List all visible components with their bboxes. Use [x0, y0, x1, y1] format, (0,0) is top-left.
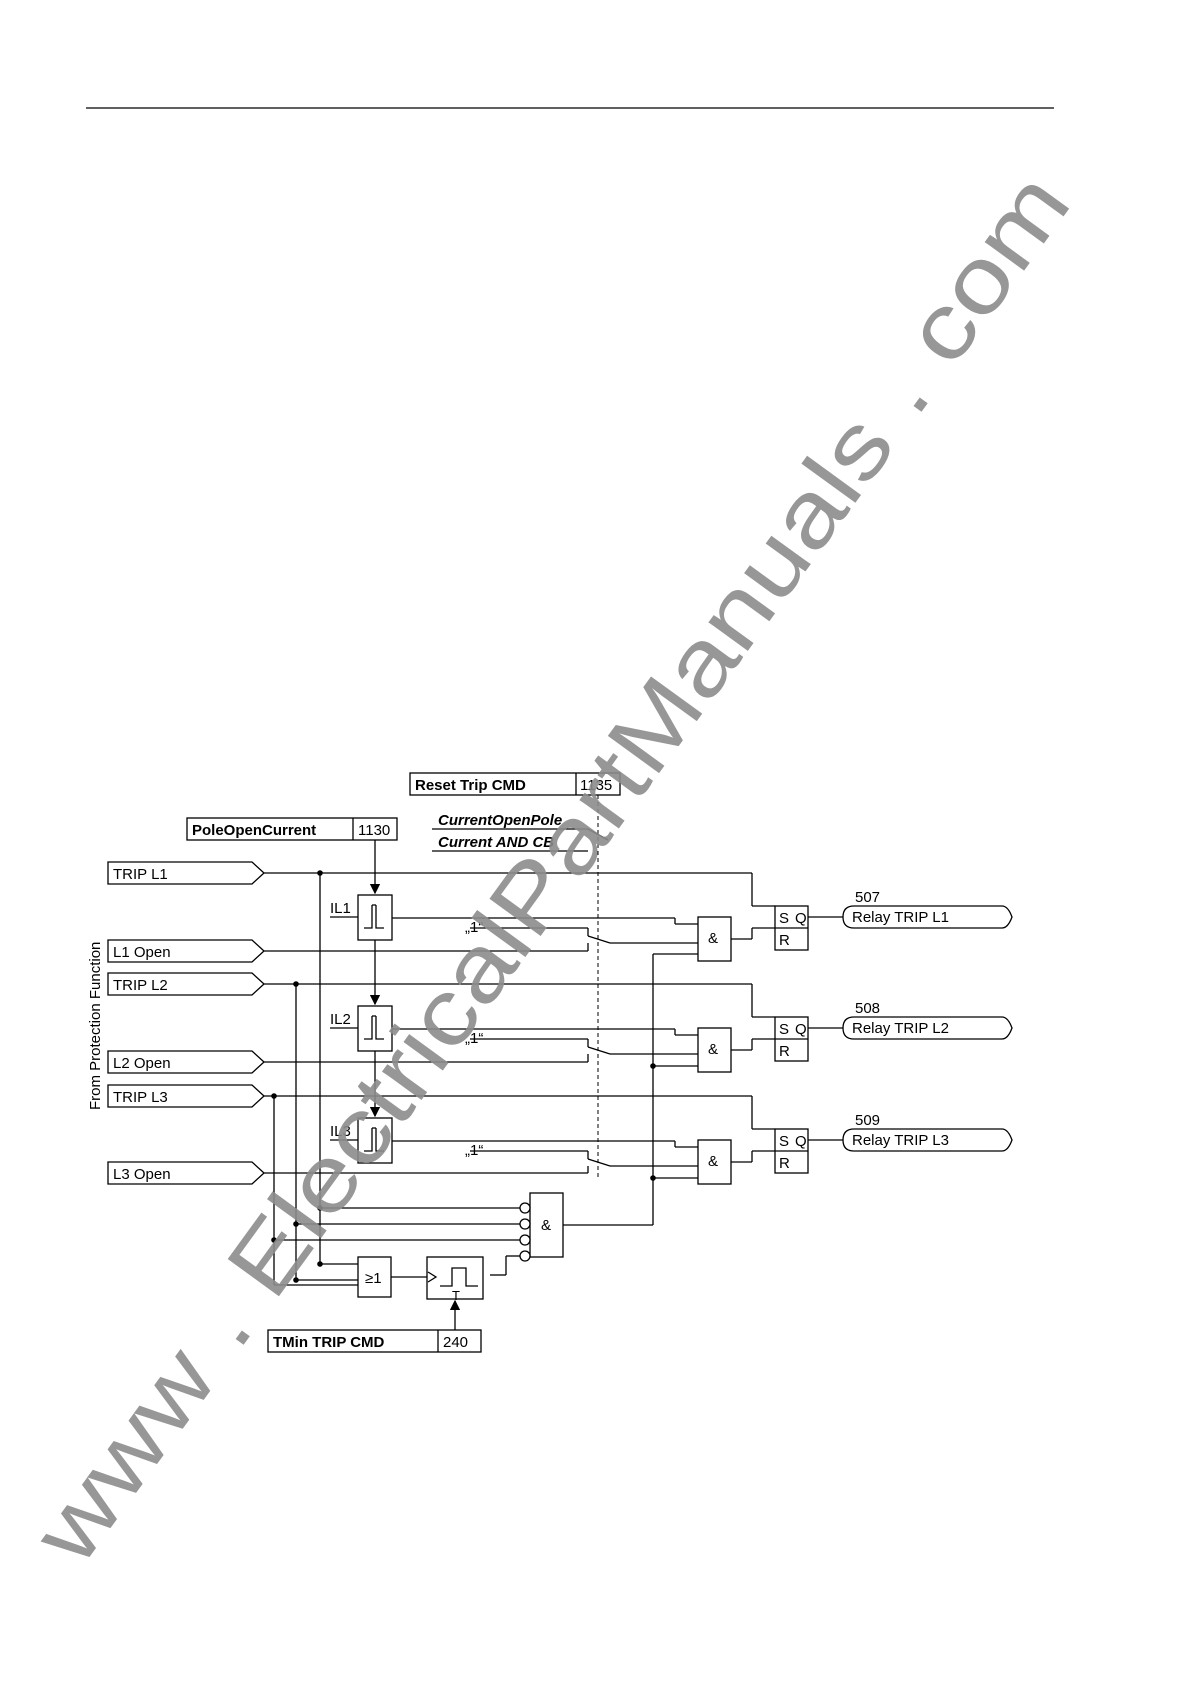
- ff-l2-s: S: [779, 1021, 789, 1038]
- output-508-label: Relay TRIP L2: [852, 1020, 949, 1037]
- input-l2-open-label: L2 Open: [113, 1055, 171, 1072]
- pole-open-current-label: PoleOpenCurrent: [192, 822, 316, 839]
- timer-symbol: T: [452, 1288, 460, 1303]
- const-one-l2: „1“: [465, 1030, 483, 1047]
- ff-l1-r: R: [779, 932, 790, 949]
- side-label: From Protection Function: [87, 942, 104, 1110]
- threshold-il3: [330, 1117, 393, 1164]
- flipflop-l3: [774, 1128, 809, 1174]
- ff-l2-q: Q: [795, 1021, 807, 1038]
- output-relay-trip-l3: [842, 1128, 1013, 1152]
- and-gate-l2-symbol: &: [708, 1041, 718, 1058]
- setting-option-current-and-cb: Current AND CB: [438, 834, 554, 851]
- and-gate-l3-symbol: &: [708, 1153, 718, 1170]
- or-gate-symbol: ≥1: [365, 1270, 382, 1287]
- and-gate-latch-symbol: &: [541, 1217, 551, 1234]
- pole-open-current-addr: 1130: [358, 822, 390, 839]
- output-relay-trip-l1: [842, 905, 1013, 929]
- input-l1-open: [107, 939, 265, 963]
- input-trip-l2-label: TRIP L2: [113, 977, 168, 994]
- ff-l1-q: Q: [795, 910, 807, 927]
- pulse-timer: [426, 1256, 484, 1300]
- tmin-trip-cmd-label: TMin TRIP CMD: [273, 1334, 385, 1351]
- reset-trip-cmd-addr: 1135: [580, 777, 612, 794]
- const-one-l1: „1“: [465, 919, 483, 936]
- input-l3-open-label: L3 Open: [113, 1166, 171, 1183]
- param-box-pole-open-current: [186, 817, 398, 841]
- output-relay-trip-l2: [842, 1016, 1013, 1040]
- reset-trip-cmd-label: Reset Trip CMD: [415, 777, 526, 794]
- input-trip-l1: [107, 861, 265, 885]
- input-l3-open: [107, 1161, 265, 1185]
- param-box-reset-trip-cmd: [409, 772, 621, 796]
- ff-l3-q: Q: [795, 1133, 807, 1150]
- junction-dots: [271, 870, 656, 1283]
- ff-l2-r: R: [779, 1043, 790, 1060]
- current-il2-label: IL2: [330, 1011, 351, 1028]
- output-509-number: 509: [855, 1112, 880, 1129]
- ff-l1-s: S: [779, 910, 789, 927]
- input-trip-l3: [107, 1084, 265, 1108]
- flipflop-l2: [774, 1016, 809, 1062]
- current-il3-label: IL3: [330, 1123, 351, 1140]
- input-trip-l3-label: TRIP L3: [113, 1089, 168, 1106]
- flipflop-l1: [774, 905, 809, 951]
- setting-option-current-open-pole: CurrentOpenPole: [438, 812, 562, 829]
- output-509-label: Relay TRIP L3: [852, 1132, 949, 1149]
- param-box-tmin-trip-cmd: [267, 1329, 482, 1353]
- ff-l3-r: R: [779, 1155, 790, 1172]
- input-trip-l2: [107, 972, 265, 996]
- tmin-trip-cmd-addr: 240: [443, 1334, 468, 1351]
- input-l2-open: [107, 1050, 265, 1074]
- current-il1-label: IL1: [330, 900, 351, 917]
- const-one-l3: „1“: [465, 1142, 483, 1159]
- output-508-number: 508: [855, 1000, 880, 1017]
- ff-l3-s: S: [779, 1133, 789, 1150]
- input-l1-open-label: L1 Open: [113, 944, 171, 961]
- and-gate-l1-symbol: &: [708, 930, 718, 947]
- output-507-label: Relay TRIP L1: [852, 909, 949, 926]
- input-trip-l1-label: TRIP L1: [113, 866, 168, 883]
- output-507-number: 507: [855, 889, 880, 906]
